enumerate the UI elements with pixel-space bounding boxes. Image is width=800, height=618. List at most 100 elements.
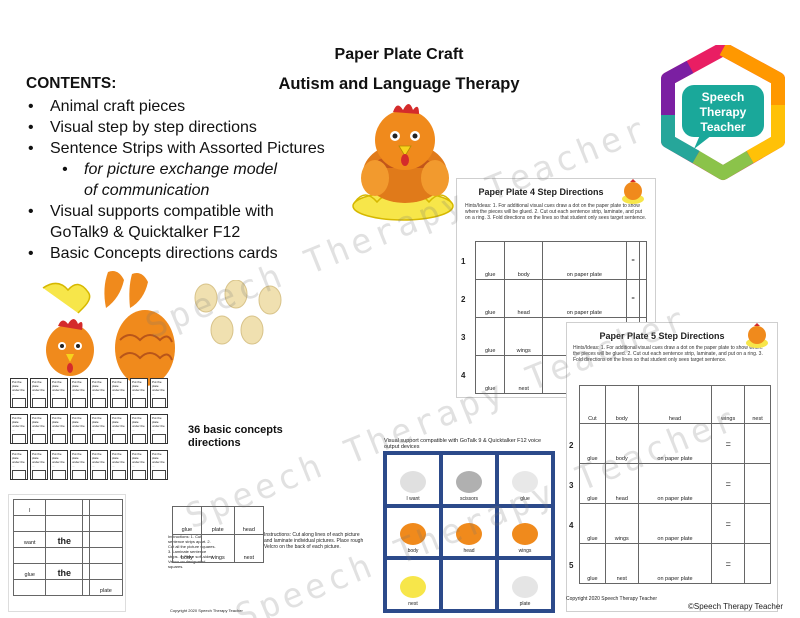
contents-subitem-text: of communication	[84, 182, 210, 199]
concept-card-image	[112, 398, 126, 407]
table-cell: glue	[579, 463, 606, 504]
concept-card: Put the plate under the ...	[70, 414, 88, 444]
concept-card-text: Put the plate under the ...	[52, 416, 65, 432]
concept-card: Put the plate under the ...	[110, 414, 128, 444]
concept-card: Put the plate under the ...	[150, 414, 168, 444]
concept-card: Put the plate under the ...	[10, 450, 28, 480]
gotalk-cell-label: head	[463, 548, 475, 555]
concept-card-image	[132, 470, 146, 479]
table-cell: on paper plate	[637, 423, 713, 464]
table-cell: nest	[504, 355, 543, 394]
table-row: Cut body head wings nest	[579, 385, 771, 424]
table-cell: =	[711, 423, 746, 464]
concept-card-image	[12, 470, 26, 479]
concept-card: Put the plate under the ...	[30, 378, 48, 408]
concept-card-image	[32, 398, 46, 407]
page-subtitle: Autism and Language Therapy	[278, 75, 520, 93]
table-cell: body	[604, 423, 639, 464]
contents-item-text: GoTalk9 & Quicktalker F12	[50, 224, 241, 241]
gotalk-cell-picture	[400, 523, 426, 546]
table-cell: glue	[12, 563, 47, 580]
step4-title: Paper Plate 4 Step Directions	[478, 187, 604, 197]
concept-cards-grid: Put the plate under the ...Put the plate…	[10, 378, 208, 484]
concept-card-text: Put the plate under the ...	[152, 416, 165, 432]
contents-item: Animal craft pieces	[26, 96, 346, 117]
concept-card-text: Put the plate under the ...	[52, 452, 65, 468]
concept-card-text: Put the plate under the ...	[72, 380, 85, 396]
table-cell: glue	[579, 423, 606, 464]
gotalk-cell-picture	[400, 470, 426, 493]
contents-list: CONTENTS: Animal craft pieces Visual ste…	[26, 73, 346, 264]
step5-table: Cut body head wings nest glue body on pa…	[579, 385, 771, 584]
picture-grid: glue plate head body wings nest	[172, 506, 265, 563]
table-cell: plate	[88, 579, 124, 596]
concept-card-image	[92, 398, 106, 407]
copyright-text: Copyright 2020 Speech Therapy Teacher	[170, 608, 243, 613]
table-cell: =	[711, 503, 746, 544]
concept-card-image	[52, 398, 66, 407]
concept-card-text: Put the plate under the ...	[72, 416, 85, 432]
chicken-in-nest-illustration	[352, 104, 454, 221]
table-cell: on paper plate	[541, 279, 627, 318]
table-cell: head	[637, 385, 713, 424]
table-cell	[88, 563, 124, 580]
concept-card-image	[132, 398, 146, 407]
table-cell: body	[604, 385, 639, 424]
gotalk-cell-label: scissors	[459, 495, 479, 502]
concept-card-image	[92, 434, 106, 443]
concept-card: Put the plate under the ...	[90, 378, 108, 408]
table-cell: the	[45, 531, 84, 548]
concept-card-text: Put the plate under the ...	[92, 416, 105, 432]
concept-card: Put the plate under the ...	[90, 450, 108, 480]
table-cell: =	[711, 463, 746, 504]
eggs-illustration	[194, 280, 282, 345]
table-cell	[88, 531, 124, 548]
concept-card-image	[72, 434, 86, 443]
table-cell: =	[625, 279, 641, 318]
concept-card-text: Put the plate under the ...	[92, 452, 105, 468]
gotalk-cell-picture	[456, 470, 482, 493]
table-cell: want	[12, 531, 47, 548]
gotalk-cell-label: glue	[520, 495, 530, 502]
gotalk-cell-picture	[512, 470, 538, 493]
concept-card-image	[12, 434, 26, 443]
table-cell: wings	[711, 385, 746, 424]
gotalk-card: Visual support compatible with GoTalk 9 …	[383, 437, 558, 615]
table-cell: =	[625, 241, 641, 280]
concept-card-text: Put the plate under the ...	[132, 380, 145, 396]
copyright-text: ©Speech Therapy Teacher	[688, 602, 783, 611]
step5-title: Paper Plate 5 Step Directions	[599, 331, 725, 341]
table-cell: head	[233, 506, 265, 535]
concept-card-text: Put the plate under the ...	[112, 452, 125, 468]
table-cell: nest	[604, 543, 639, 584]
concept-card-image	[32, 470, 46, 479]
step-number: 2	[461, 295, 466, 304]
speech-therapy-teacher-logo: Speech Therapy Teacher	[660, 42, 786, 185]
chicken-pieces-illustration	[46, 271, 175, 386]
gotalk-cell-label: nest	[408, 601, 418, 607]
concept-card: Put the plate under the ...	[50, 378, 68, 408]
table-cell	[82, 515, 90, 532]
gotalk-cell: scissors	[443, 455, 495, 504]
contents-subitem: for picture exchange model	[26, 159, 346, 180]
table-cell: head	[604, 463, 639, 504]
step-number: 4	[569, 521, 574, 530]
concept-card-text: Put the plate under the ...	[12, 452, 25, 468]
table-cell	[88, 547, 124, 564]
table-row: body wings nest	[172, 534, 265, 563]
step-number: 1	[461, 257, 466, 266]
concepts-label: 36 basic concepts directions	[188, 424, 283, 449]
concept-card-text: Put the plate under the ...	[52, 380, 65, 396]
step-number: 2	[569, 441, 574, 450]
concept-card: Put the plate under the ...	[130, 414, 148, 444]
table-cell	[45, 579, 84, 596]
step-number: 5	[569, 561, 574, 570]
concept-card: Put the plate under the ...	[110, 450, 128, 480]
nest-piece-illustration	[42, 282, 91, 314]
table-cell: glue	[579, 543, 606, 584]
table-cell: Cut	[579, 385, 606, 424]
concept-card-text: Put the plate under the ...	[32, 380, 45, 396]
